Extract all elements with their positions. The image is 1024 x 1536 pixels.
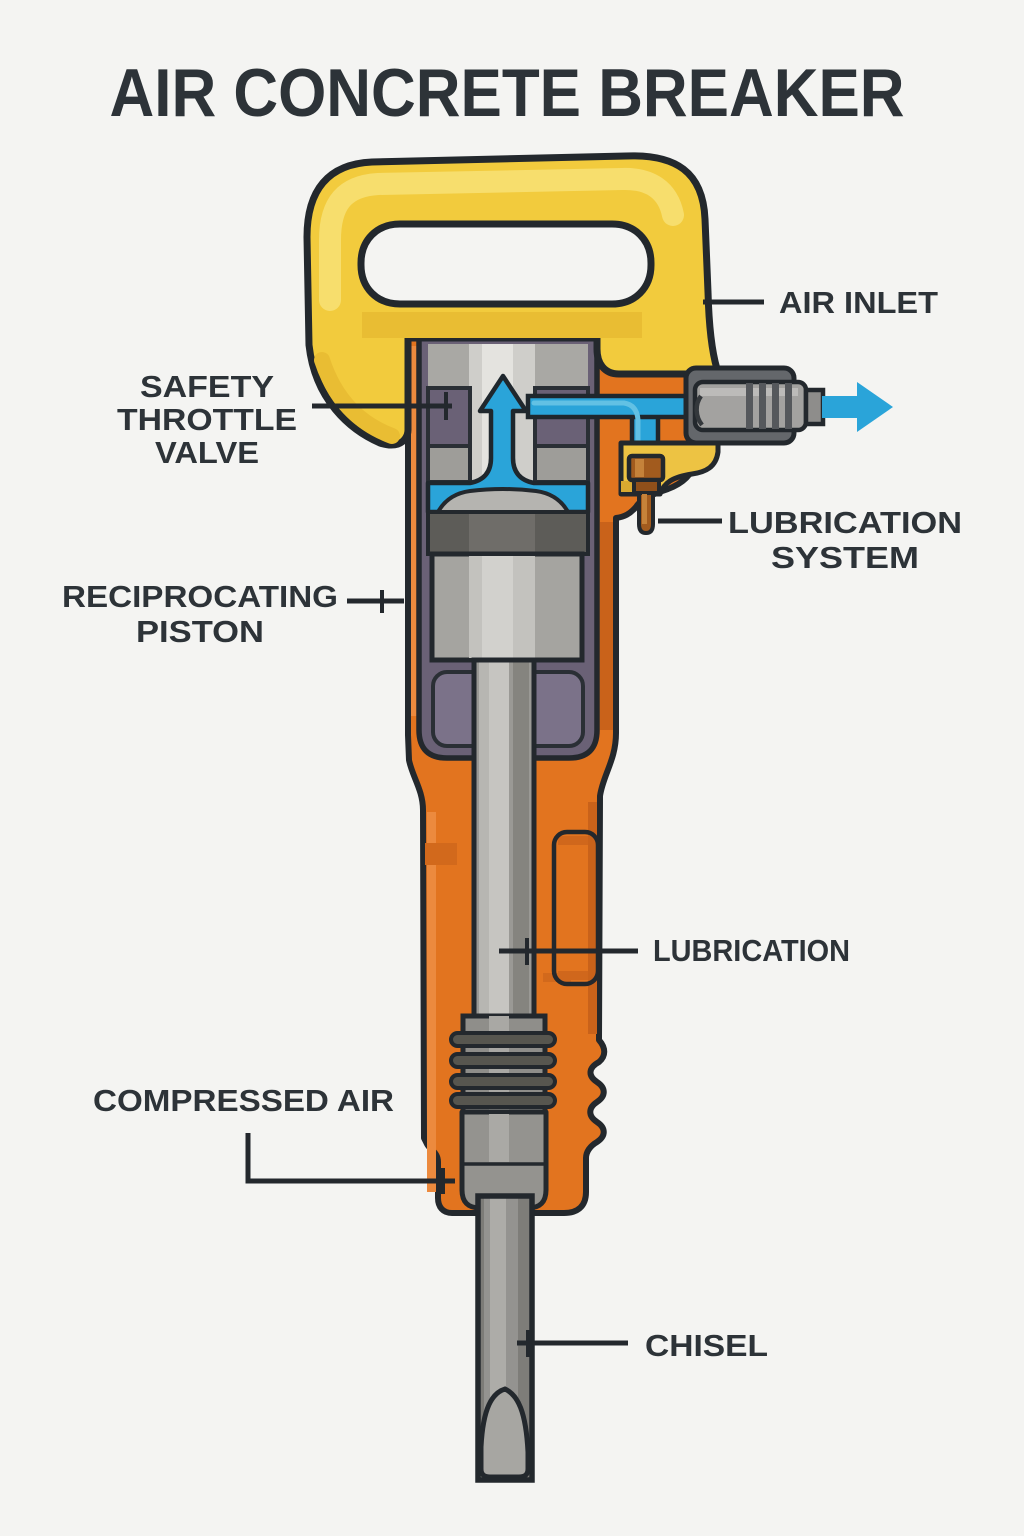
panel-tab-top	[558, 836, 588, 845]
leader-ticks	[380, 392, 530, 1357]
label-safety-throttle-valve-line2: THROTTLE	[117, 402, 297, 437]
body-right-shade	[600, 522, 613, 730]
air-pipe	[525, 393, 693, 420]
valve-block-purple-left	[426, 386, 472, 448]
label-lubrication-system-line2: SYSTEM	[771, 540, 919, 575]
label-lubrication-system-line1: LUBRICATION	[728, 505, 962, 540]
coupler-detail	[694, 394, 704, 427]
nut-highlight	[635, 459, 644, 477]
piston-shaft	[471, 657, 537, 1027]
holder-stripe	[489, 1114, 509, 1162]
front-head-chuck	[449, 1013, 557, 1211]
chisel-outline	[475, 1193, 535, 1483]
label-reciprocating-piston-line1: RECIPROCATING	[62, 579, 338, 614]
piston-block-core	[482, 556, 513, 658]
thread-ribs	[449, 1031, 557, 1109]
label-safety-throttle-valve-line3: VALVE	[155, 435, 259, 470]
lubrication-system-assembly	[618, 440, 721, 536]
valve-block-gray-left	[426, 444, 472, 484]
panel-outline	[551, 829, 601, 987]
label-compressed-air: COMPRESSED AIR	[93, 1083, 394, 1118]
airflow-out-arrow	[822, 382, 893, 432]
label-air-inlet: AIR INLET	[779, 285, 938, 320]
body-right-shade-lower	[588, 802, 597, 1034]
side-panel	[551, 829, 601, 987]
handle	[303, 152, 722, 449]
piston-dome	[434, 487, 572, 514]
chisel-tool	[475, 1193, 535, 1483]
shaft-stripe-core	[489, 660, 509, 1024]
leader-lines	[245, 299, 764, 1346]
label-reciprocating-piston-line2: PISTON	[136, 614, 264, 649]
coupler-stem	[803, 387, 826, 427]
label-safety-throttle-valve-line1: SAFETY	[140, 369, 274, 404]
piston-ring-center	[469, 514, 535, 552]
air-pipe-highlight	[531, 400, 641, 449]
lubricator-nut	[626, 453, 666, 483]
panel-tab-bottom	[558, 971, 588, 980]
body-left-highlight-lower	[427, 812, 436, 1192]
handle-shade	[362, 312, 642, 338]
leader-compressed-air	[245, 1133, 455, 1184]
chisel-bevel	[478, 1386, 531, 1480]
coupler-ribs	[746, 383, 792, 429]
shaft-stripe-light	[479, 660, 489, 1024]
cylinder-chamber	[416, 333, 600, 761]
page-title: AIR CONCRETE BREAKER	[110, 55, 905, 131]
handle-grip	[303, 152, 722, 449]
label-lubrication: LUBRICATION	[653, 933, 850, 968]
handle-highlight	[319, 167, 684, 311]
shaft-stripe-dark	[513, 660, 529, 1024]
body-left-highlight	[411, 346, 421, 716]
label-chisel: CHISEL	[645, 1328, 768, 1363]
body-patch	[425, 843, 457, 865]
chisel-edge-left	[478, 1196, 484, 1480]
valve-block-gray-right	[533, 444, 590, 484]
tube-highlight	[642, 494, 647, 524]
